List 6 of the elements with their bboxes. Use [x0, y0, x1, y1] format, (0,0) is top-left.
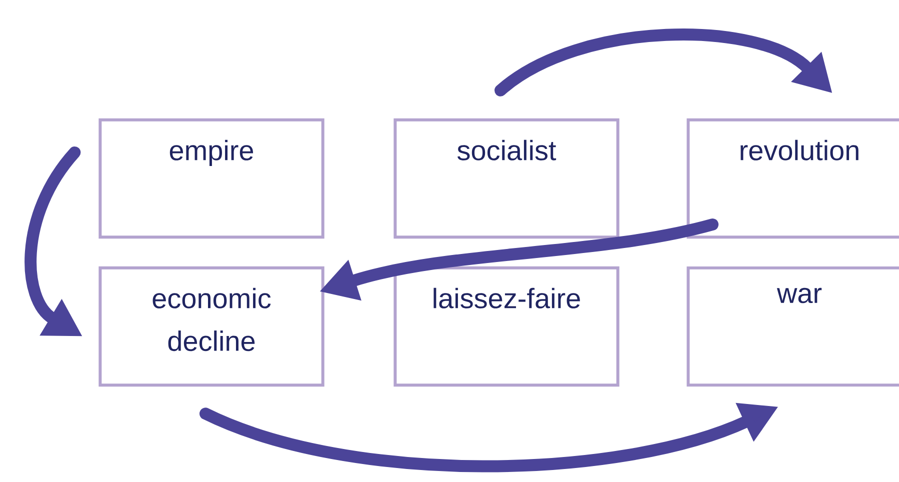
term-box: war	[686, 266, 899, 387]
term-box: laissez-faire	[394, 266, 620, 387]
term-box: revolution	[686, 118, 899, 239]
term-box: empire	[98, 118, 324, 239]
term-box: socialist	[394, 118, 620, 239]
term-box: economic decline	[98, 266, 324, 387]
